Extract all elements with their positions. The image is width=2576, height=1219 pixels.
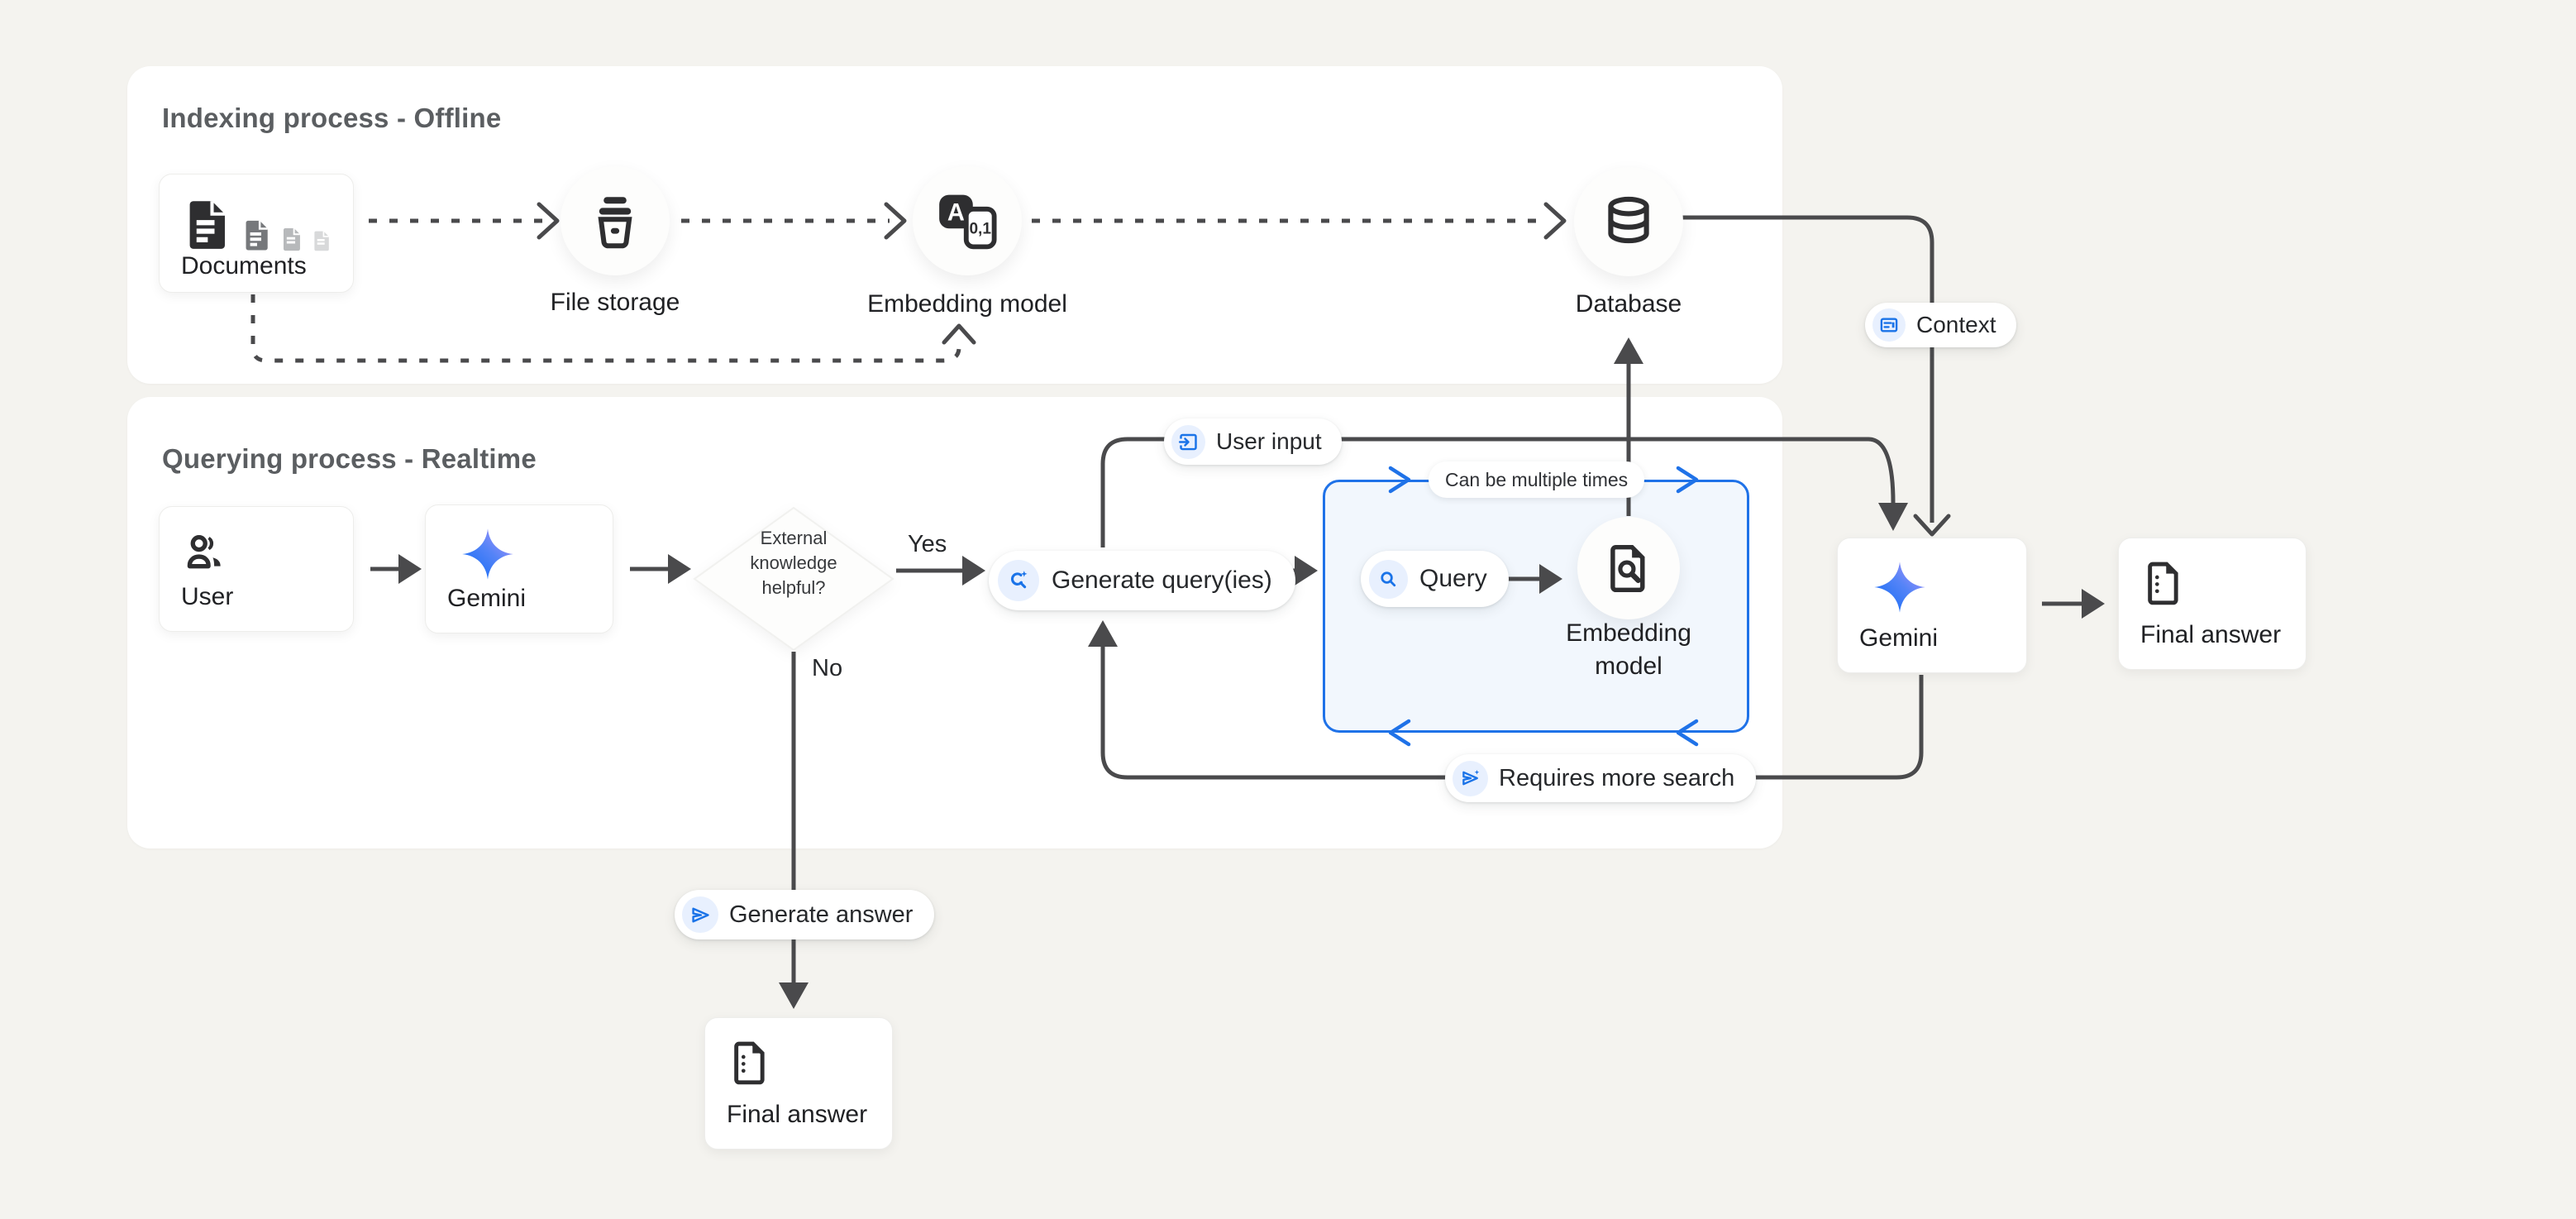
gemini-output-node: Gemini	[1837, 538, 2027, 673]
gemini-star-icon	[1872, 560, 1927, 614]
search-spark-icon	[998, 560, 1039, 601]
final-answer-doc-icon	[2140, 560, 2187, 606]
context-lines-icon	[1872, 308, 1906, 342]
embedding-model-label: Embedding model	[843, 288, 1091, 321]
loop-embedding-model-node	[1577, 517, 1680, 619]
gemini-label: Gemini	[447, 585, 593, 613]
generate-answer-pill: Generate answer	[675, 890, 934, 939]
input-icon	[1171, 425, 1205, 459]
file-storage-node	[561, 166, 670, 275]
search-icon	[1369, 560, 1408, 599]
embedding-model-node: A 0,1	[913, 166, 1022, 275]
yes-label: Yes	[908, 531, 947, 558]
database-cylinder-icon	[1600, 193, 1658, 251]
context-label: Context	[1916, 312, 1996, 338]
svg-text:0,1: 0,1	[969, 221, 991, 238]
database-node	[1574, 167, 1683, 276]
final-answer-bottom-node: Final answer	[704, 1017, 893, 1150]
querying-panel-title: Querying process - Realtime	[162, 443, 537, 475]
final-answer-bottom-label: Final answer	[727, 1101, 872, 1129]
context-pill: Context	[1865, 303, 2016, 347]
send-icon	[682, 896, 718, 933]
file-storage-bucket-icon	[585, 191, 645, 251]
send-spark-icon	[1453, 761, 1488, 796]
embedding-translate-icon: A 0,1	[934, 188, 1000, 254]
database-label: Database	[1505, 288, 1753, 321]
loop-embedding-model-label: Embedding model	[1538, 617, 1720, 683]
generate-query-pill: Generate query(ies)	[989, 551, 1295, 610]
doc-search-icon	[1603, 543, 1654, 594]
indexing-panel-title: Indexing process - Offline	[162, 103, 501, 134]
svg-text:A: A	[947, 200, 965, 227]
generate-query-label: Generate query(ies)	[1052, 566, 1272, 595]
query-pill: Query	[1361, 551, 1509, 607]
file-storage-label: File storage	[491, 286, 739, 319]
final-answer-right-label: Final answer	[2140, 621, 2286, 649]
query-label: Query	[1419, 565, 1487, 593]
generate-answer-label: Generate answer	[729, 901, 913, 929]
requires-more-search-label: Requires more search	[1499, 765, 1734, 792]
documents-node: Documents	[159, 174, 354, 293]
documents-label: Documents	[181, 252, 333, 280]
user-input-pill: User input	[1164, 418, 1342, 465]
gemini-node: Gemini	[425, 504, 613, 633]
users-icon	[181, 528, 229, 576]
final-answer-right-node: Final answer	[2118, 538, 2306, 670]
user-label: User	[181, 583, 333, 611]
documents-icon	[181, 196, 333, 252]
no-label: No	[812, 655, 842, 682]
user-input-label: User input	[1216, 428, 1322, 455]
loop-note-pill: Can be multiple times	[1429, 461, 1644, 498]
gemini-star-icon	[460, 527, 515, 581]
gemini-output-label: Gemini	[1859, 624, 2006, 653]
user-node: User	[159, 506, 354, 632]
final-answer-doc-icon	[727, 1040, 773, 1086]
decision-diamond-text: External knowledge helpful?	[709, 526, 878, 600]
requires-more-search-pill: Requires more search	[1445, 754, 1756, 802]
